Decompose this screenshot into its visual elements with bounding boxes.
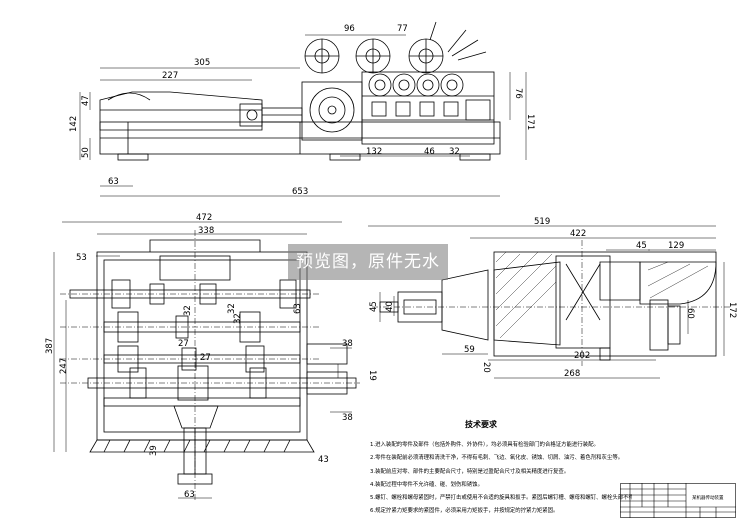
watermark-banner: 预览图，原件无水印 [288, 244, 448, 308]
dim-76: 76 [513, 88, 523, 99]
dim-38a: 38 [342, 339, 353, 349]
dim-47: 47 [81, 95, 91, 106]
dim-422: 422 [570, 229, 586, 239]
dim-39: 39 [149, 445, 159, 456]
dim-63b: 63 [184, 490, 195, 500]
dim-227: 227 [162, 71, 178, 81]
front-dimension-lines [79, 34, 527, 197]
dim-142: 142 [69, 116, 79, 132]
dim-63: 63 [108, 177, 119, 187]
dim-247: 247 [59, 358, 69, 374]
dim-96: 96 [344, 24, 355, 34]
dim-519: 519 [534, 217, 550, 227]
technical-requirements: 技术要求 1.进入装配的零件及部件（包括外购件、外协件），均必须具有检验部门的合… [370, 418, 632, 518]
requirement-item: 2.零件在装配前必须清理和清洗干净，不得有毛刺、飞边、氧化皮、锈蚀、切屑、油污、… [370, 455, 624, 462]
dim-32: 32 [449, 147, 460, 157]
dim-268: 268 [564, 369, 580, 379]
top-section-view [60, 230, 360, 500]
dim-43: 43 [318, 455, 329, 465]
dim-45b: 45 [369, 301, 379, 312]
dim-27a: 27 [200, 353, 211, 363]
dim-46: 46 [424, 147, 435, 157]
title-block-name: 某机器传动装置 [692, 494, 724, 501]
dim-171: 171 [525, 114, 535, 130]
top-dimension-labels: 472 338 53 387 247 32 63 27 27 38 19 38 … [45, 213, 377, 500]
dim-132: 132 [366, 147, 382, 157]
requirement-item: 6.规定拧紧力矩要求的紧固件，必须采用力矩扳手，并按规定的拧紧力矩紧固。 [370, 508, 559, 515]
dim-63a: 63 [293, 303, 303, 314]
side-dimension-labels: 519 422 45 129 45 40 59 202 20 268 172 6… [369, 217, 737, 379]
dim-172: 172 [727, 302, 737, 318]
dim-19: 19 [367, 370, 377, 381]
requirement-item: 4.装配过程中零件不允许磕、碰、划伤和锈蚀。 [370, 481, 483, 488]
dim-27b: 27 [178, 339, 189, 349]
front-dimension-labels: 96 77 305 227 47 142 50 63 653 76 171 13… [69, 24, 535, 197]
requirement-item: 1.进入装配的零件及部件（包括外购件、外协件），均必须具有检验部门的合格证方能进… [370, 442, 599, 449]
dim-20: 20 [481, 362, 491, 373]
dim-472: 472 [196, 213, 212, 223]
dim-59: 59 [464, 345, 475, 355]
dim-77: 77 [397, 24, 408, 34]
dim-338: 338 [198, 226, 214, 236]
dim-60: 60 [685, 308, 695, 319]
side-dimension-lines [368, 225, 725, 379]
dim-32c: 32 [183, 305, 193, 316]
dim-305: 305 [194, 58, 210, 68]
dim-53: 53 [76, 253, 87, 263]
dim-38b: 38 [342, 413, 353, 423]
dim-653: 653 [292, 187, 308, 197]
requirement-item: 5.螺钉、螺栓和螺母紧固时，严禁打击或使用不合适的旋具和扳手。紧固后螺钉槽、螺母… [370, 495, 632, 502]
side-section-view [372, 240, 730, 366]
requirement-item: 3.装配前应对零、部件的主要配合尺寸，特别是过盈配合尺寸及相关精度进行复查。 [370, 468, 570, 475]
dim-387: 387 [45, 338, 55, 354]
dim-202: 202 [574, 351, 590, 361]
front-elevation-view [99, 21, 501, 161]
dim-45a: 45 [636, 241, 647, 251]
title-block: 某机器传动装置 [620, 483, 736, 518]
dim-32b: 32 [233, 313, 243, 324]
dim-129: 129 [668, 241, 684, 251]
dim-50: 50 [81, 147, 91, 158]
dim-32a: 32 [227, 303, 237, 314]
requirements-title: 技术要求 [465, 420, 497, 429]
dim-40: 40 [385, 301, 395, 312]
top-dimension-lines [53, 221, 352, 499]
